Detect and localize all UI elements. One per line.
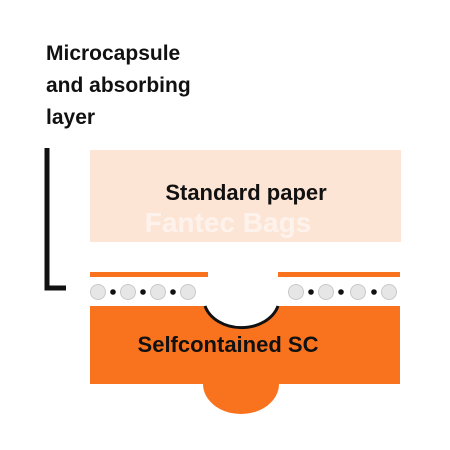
developed-mark: [203, 305, 280, 330]
microcapsule: [150, 284, 166, 300]
microcapsule: [120, 284, 136, 300]
standard-paper-label: Standard paper: [165, 180, 327, 205]
developer-dot: [110, 289, 116, 295]
microcapsule: [90, 284, 106, 300]
microcapsule: [381, 284, 397, 300]
pressure-bulge: [203, 384, 279, 414]
microcapsule: [288, 284, 304, 300]
selfcontained-sheet: [90, 306, 400, 384]
developer-dot: [338, 289, 344, 295]
microcapsule: [318, 284, 334, 300]
selfcontained-label: Selfcontained SC: [138, 332, 319, 357]
microcapsule: [350, 284, 366, 300]
developer-dot: [140, 289, 146, 295]
microcapsule-row: [90, 284, 397, 300]
label-line-3: layer: [46, 106, 96, 129]
developer-dot: [371, 289, 377, 295]
coating-strip-left: [90, 272, 208, 277]
developer-dot: [170, 289, 176, 295]
layer-bracket: [44, 148, 66, 291]
developer-dot: [308, 289, 314, 295]
microcapsule-layer-label: Microcapsule and absorbing layer: [46, 38, 191, 134]
label-line-1: Microcapsule: [46, 42, 181, 65]
label-line-2: and absorbing: [46, 74, 191, 97]
coating-strip-right: [278, 272, 400, 277]
standard-paper-sheet: [90, 150, 401, 242]
watermark-text: Fantec Bags: [145, 207, 312, 238]
microcapsule: [180, 284, 196, 300]
